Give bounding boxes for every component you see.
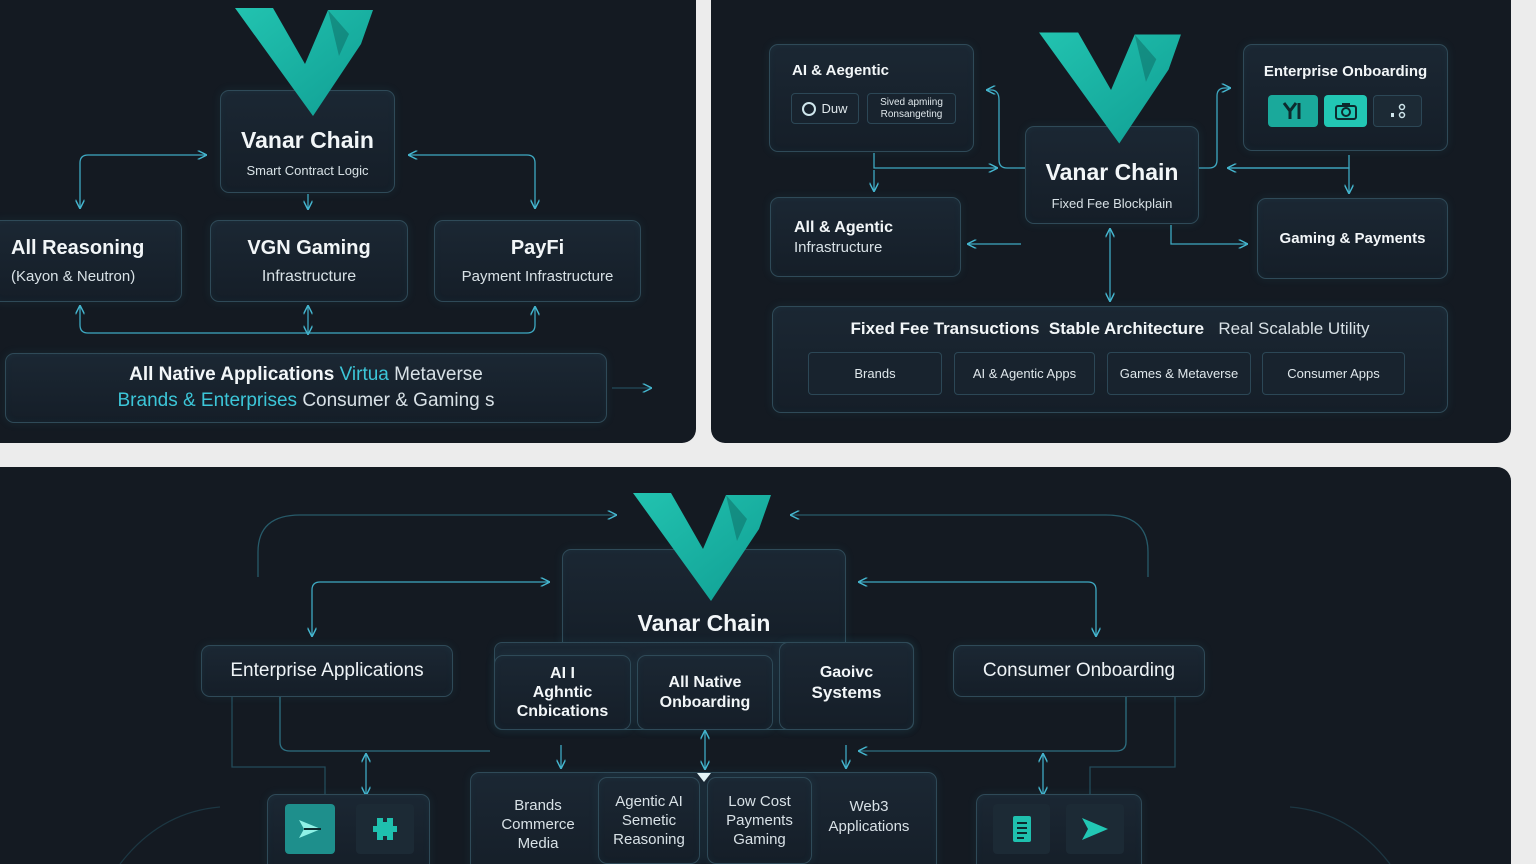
node-title: Enterprise Applications [230,660,424,681]
puzzle-icon [356,804,414,854]
banner-line-2: Brands & Enterprises Consumer & Gaming s [118,390,495,412]
vanar-chain-node: Vanar Chain Smart Contract Logic [220,90,395,193]
headline-stable: Stable Architecture [1048,319,1205,338]
node-title: AI & Aegentic [792,62,889,79]
payfi-node: PayFi Payment Infrastructure [434,220,641,302]
chip-ai-agentic-apps: AI & Agentic Apps [954,352,1095,395]
arrow-plane-icon [285,804,335,854]
vanar-logo-icon [1039,32,1181,144]
chip-label-2: Ronsangeting [880,108,943,120]
native-onboarding-node: All Native Onboarding [637,655,773,730]
vanar-logo-icon [633,493,771,601]
banner-brands: Brands & Enterprises [117,390,298,411]
enterprise-applications-node: Enterprise Applications [201,645,453,697]
applications-banner: All Native Applications Virtua Metaverse… [5,353,607,423]
headline-utility: Real Scalable Utility [1218,319,1370,338]
caret-down-icon [697,773,711,782]
node-subtitle: Payment Infrastructure [461,268,614,285]
use-case-line-3: Media [517,834,559,852]
use-case-agentic-ai: Agentic AI Semetic Reasoning [598,777,700,864]
node-title: VGN Gaming [247,236,371,259]
node-line-2: Systems [811,683,882,702]
document-icon [993,804,1050,854]
node-title: Consumer Onboarding [982,660,1176,681]
use-case-line-1: Brands [514,796,562,814]
agentic-applications-node: AI I Aghntic Cnbications [494,655,631,730]
node-title: All & Agentic [794,218,893,236]
node-line-2: Aghntic [532,684,593,701]
use-case-line-1: Low Cost [728,793,791,810]
chip-label: Duw [821,101,848,116]
use-case-line-1: Web3 [849,797,889,815]
node-title: Vanar Chain [1045,159,1179,185]
node-title: All Reasoning [11,237,145,259]
gaming-systems-node: Gaoivc Systems [779,642,914,730]
chip-label-1: Sived apmiing [880,96,943,108]
node-subtitle: Smart Contract Logic [246,163,369,178]
gaming-payments-node: Gaming & Payments [1257,198,1448,279]
node-subtitle: Infrastructure [794,238,883,256]
vanar-chain-node: Vanar Chain Fixed Fee Blockplain [1025,126,1199,224]
banner-line-1: All Native Applications Virtua Metaverse [129,364,483,386]
banner-native-apps: All Native Applications [129,364,335,385]
branch-icon [1268,95,1318,127]
chip-duw: Duw [791,93,859,124]
panel-ecosystem: Vanar Chain Enterprise Applications Cons… [0,467,1511,864]
node-line-3: Cnbications [516,703,609,720]
node-title: PayFi [510,237,565,259]
use-case-line-1: Agentic AI [615,793,683,810]
reasoning-node: All Reasoning (Kayon & Neutron) [0,220,182,302]
use-case-line-2: Semetic [621,812,677,829]
panel-fixed-fee: AI & Aegentic Duw Sived apmiing Ronsange… [711,0,1511,443]
use-case-web3: Web3 Applications [815,779,923,854]
headline-fixed-fee: Fixed Fee Transuctions [850,319,1040,338]
use-case-low-cost: Low Cost Payments Gaming [707,777,812,864]
utility-headline: Fixed Fee Transuctions Stable Architectu… [850,319,1369,339]
banner-metaverse: Metaverse [394,364,483,385]
vgn-gaming-node: VGN Gaming Infrastructure [210,220,408,302]
node-title: Enterprise Onboarding [1263,63,1428,80]
use-case-line-2: Payments [726,812,793,829]
banner-virtua: Virtua [339,364,389,385]
node-title: Vanar Chain [241,127,374,153]
use-case-line-3: Reasoning [613,831,685,848]
node-subtitle: (Kayon & Neutron) [11,268,136,285]
vanar-logo-icon [235,8,373,116]
chip-games-metaverse: Games & Metaverse [1107,352,1251,395]
node-title: Gaming & Payments [1279,230,1426,247]
agentic-infrastructure-node: All & Agentic Infrastructure [770,197,961,277]
chip-sived: Sived apmiing Ronsangeting [867,93,956,124]
node-subtitle: Fixed Fee Blockplain [1051,196,1173,211]
panel-smart-contract: Vanar Chain Smart Contract Logic All Rea… [0,0,696,443]
grid-dots-icon [1373,95,1422,127]
chip-brands: Brands [808,352,942,395]
use-case-line-2: Commerce [501,815,575,833]
camera-icon [1324,95,1367,127]
play-arrow-icon [1066,804,1124,854]
consumer-onboarding-node: Consumer Onboarding [953,645,1205,697]
use-case-line-3: Gaming [733,831,786,848]
search-icon [802,101,817,116]
use-case-brands: Brands Commerce Media [478,779,598,864]
use-cases-container [470,772,937,864]
node-subtitle: Infrastructure [261,267,357,285]
node-line-1: Gaoivc [819,664,874,681]
chip-consumer-apps: Consumer Apps [1262,352,1405,395]
node-line-1: All Native [668,673,742,691]
banner-consumer: Consumer & Gaming s [302,390,495,411]
use-case-line-2: Applications [828,817,910,835]
node-line-1: AI I [550,665,575,682]
node-line-2: Onboarding [659,693,751,711]
node-title: Vanar Chain [637,610,771,636]
